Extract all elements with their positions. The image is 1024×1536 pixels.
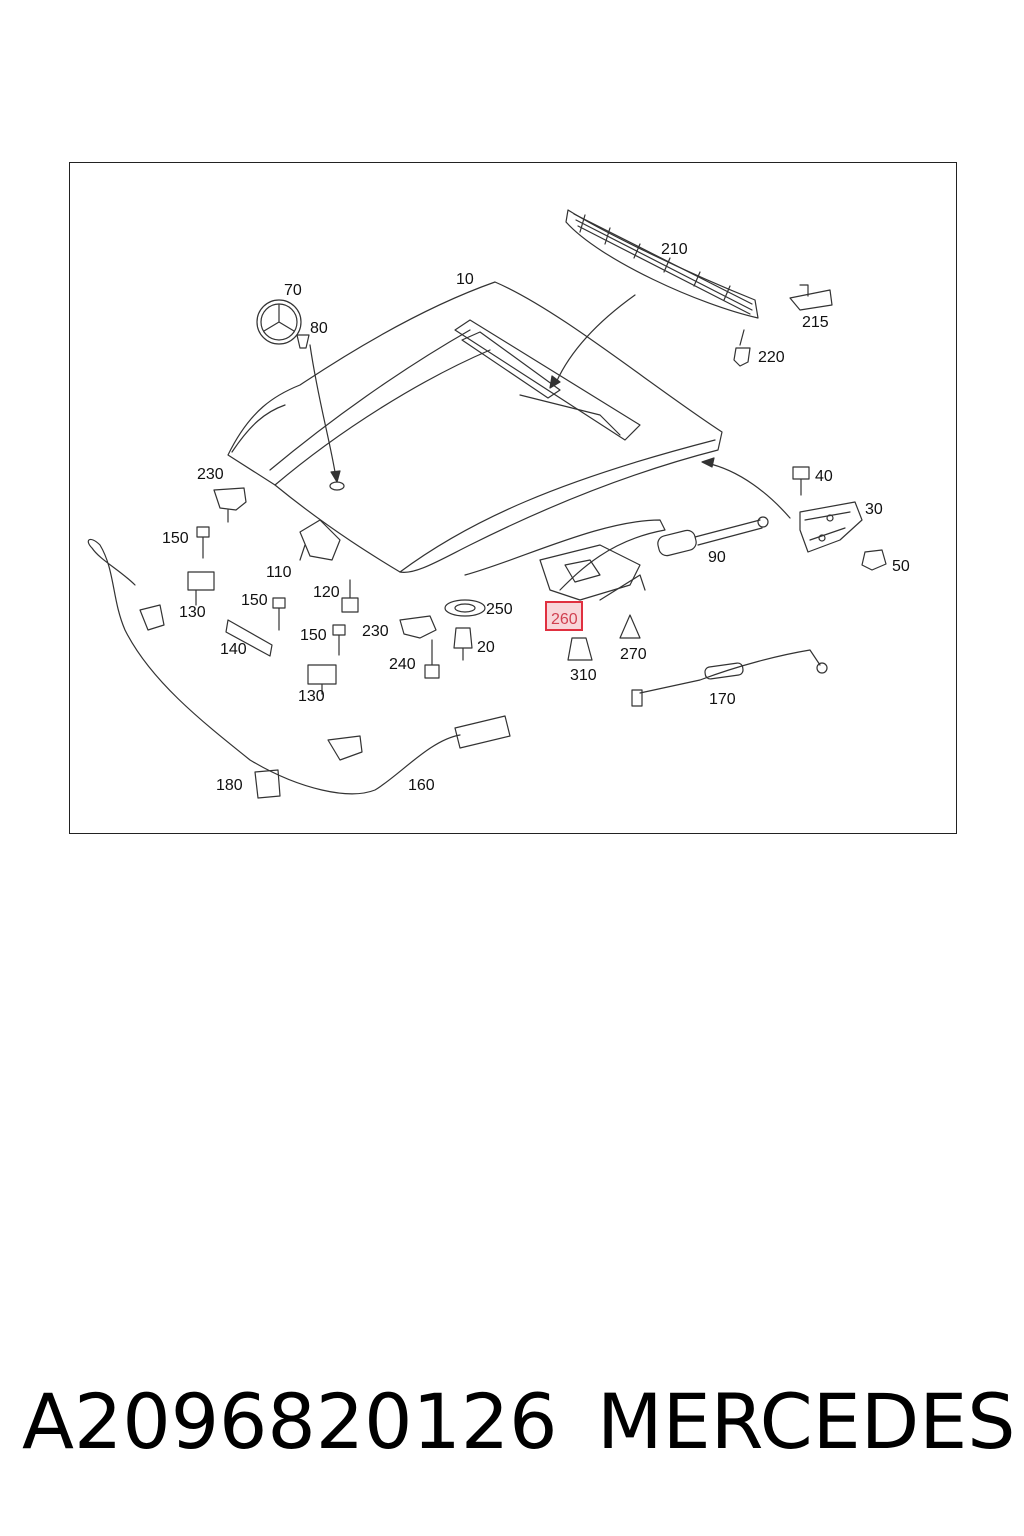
release-cable-part <box>87 538 511 795</box>
callout-140: 140 <box>220 641 247 658</box>
callout-215: 215 <box>802 314 829 331</box>
callout-250: 250 <box>486 601 513 618</box>
callout-90: 90 <box>708 549 726 566</box>
callout-260: 260 <box>551 611 578 628</box>
callout-170: 170 <box>709 691 736 708</box>
callout-160: 160 <box>408 777 435 794</box>
callout-30: 30 <box>865 501 883 518</box>
callout-210: 210 <box>661 241 688 258</box>
callout-150a: 150 <box>162 530 189 547</box>
brand-name: MERCEDES <box>597 1377 1016 1466</box>
callout-220: 220 <box>758 349 785 366</box>
cowl-grille-part <box>565 209 759 319</box>
part-number: A2096820126 <box>22 1377 558 1466</box>
callout-80: 80 <box>310 320 328 337</box>
callout-310: 310 <box>570 667 597 684</box>
callout-120: 120 <box>313 584 340 601</box>
callout-130b: 130 <box>298 688 325 705</box>
callout-230a: 230 <box>197 466 224 483</box>
callout-20: 20 <box>477 639 495 656</box>
callout-150b: 150 <box>241 592 268 609</box>
callout-50: 50 <box>892 558 910 575</box>
callout-270: 270 <box>620 646 647 663</box>
footer: A2096820126 MERCEDES <box>0 1372 1024 1472</box>
callout-70: 70 <box>284 282 302 299</box>
hood-part <box>227 281 723 601</box>
callout-150c: 150 <box>300 627 327 644</box>
callout-labels: 10 20 30 40 50 70 80 90 110 120 130 130 … <box>162 241 910 794</box>
callout-110: 110 <box>266 564 292 581</box>
diagram-frame <box>69 162 957 834</box>
exploded-parts-diagram: 10 20 30 40 50 70 80 90 110 120 130 130 … <box>87 209 910 799</box>
star-emblem-part <box>256 299 302 345</box>
callout-40: 40 <box>815 468 833 485</box>
callout-130a: 130 <box>179 604 206 621</box>
hinge-part <box>799 501 863 553</box>
callout-230b: 230 <box>362 623 389 640</box>
callout-10: 10 <box>456 271 474 288</box>
rod-cable-part <box>631 649 828 707</box>
highlight-box <box>545 601 583 631</box>
callout-180: 180 <box>216 777 243 794</box>
callout-240: 240 <box>389 656 416 673</box>
gas-strut-part <box>657 516 769 557</box>
